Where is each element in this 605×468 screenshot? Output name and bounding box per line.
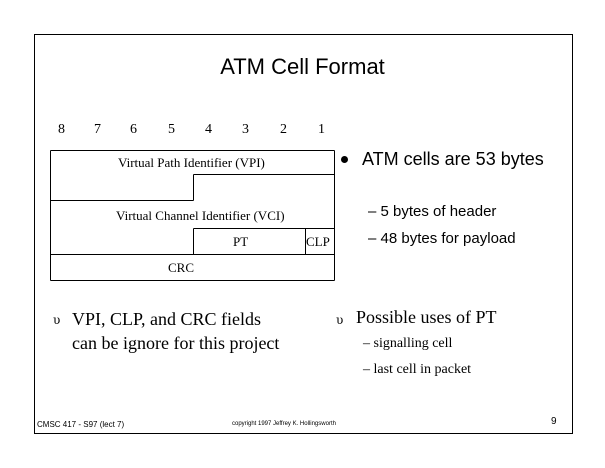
ignore-fields-note: VPI, CLP, and CRC fields can be ignore f… <box>72 309 280 353</box>
upsilon-bullet-icon: υ <box>53 313 61 327</box>
bit-number: 2 <box>280 122 287 137</box>
atm-cell-size-bullet: ATM cells are 53 bytes <box>362 149 544 169</box>
header-grid <box>50 150 335 281</box>
upsilon-bullet-icon: υ <box>336 313 344 327</box>
header-bytes-subbullet: – 5 bytes of header <box>368 203 497 220</box>
footer-course: CMSC 417 - S97 (lect 7) <box>37 420 125 429</box>
bit-number: 1 <box>318 122 325 137</box>
page-number: 9 <box>551 416 557 427</box>
vpi-field-label: Virtual Path Identifier (VPI) <box>118 155 265 170</box>
crc-field-label: CRC <box>168 260 195 275</box>
bit-number: 6 <box>130 122 137 137</box>
bit-number: 3 <box>242 122 249 137</box>
pt-uses-note: Possible uses of PT <box>356 307 497 327</box>
atm-header-diagram: Virtual Path Identifier (VPI) Virtual Ch… <box>50 150 335 281</box>
payload-bytes-subbullet: – 48 bytes for payload <box>368 230 516 247</box>
bit-number: 7 <box>94 122 101 137</box>
last-cell-subbullet: – last cell in packet <box>363 362 472 377</box>
bit-number: 5 <box>168 122 175 137</box>
footer-copyright: copyright 1997 Jeffrey K. Hollingsworth <box>232 421 336 427</box>
pt-field-label: PT <box>233 234 249 249</box>
clp-field-label: CLP <box>306 234 330 249</box>
bit-number: 8 <box>58 122 65 137</box>
slide-frame <box>34 34 573 434</box>
bit-number: 4 <box>205 122 212 137</box>
bullet-dot-icon <box>341 156 348 163</box>
vci-field-label: Virtual Channel Identifier (VCI) <box>116 208 285 223</box>
slide-title: ATM Cell Format <box>220 54 385 79</box>
signalling-cell-subbullet: – signalling cell <box>363 336 453 351</box>
